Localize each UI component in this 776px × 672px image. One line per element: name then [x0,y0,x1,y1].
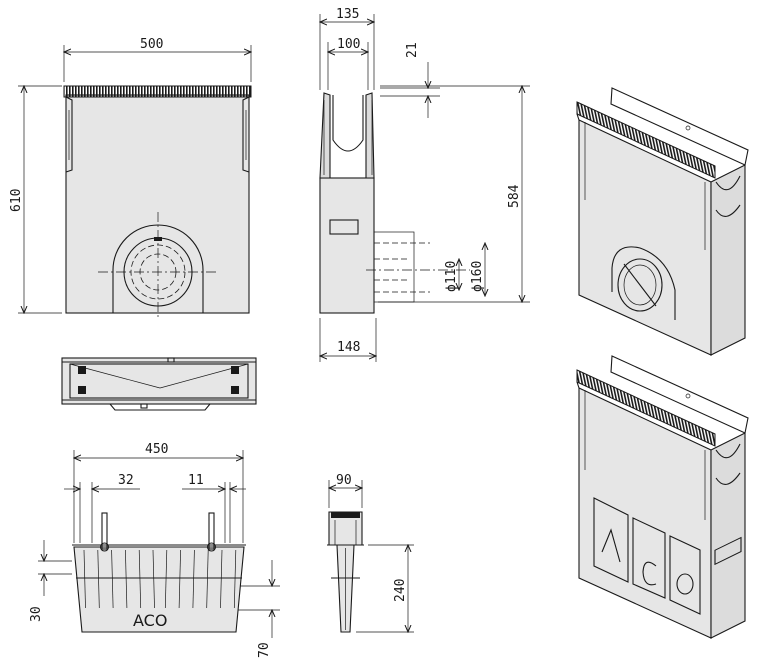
top-view [61,357,257,411]
basket-rib [125,549,128,609]
basket-rib [233,549,237,609]
side-channel-profile [332,95,364,152]
side-label-plate [329,219,359,235]
dim-side-height: 584 [507,184,522,208]
dim-front-width: 500 [140,37,163,52]
basket-side-view: 90 240 [327,473,414,632]
iso1-grating [576,101,716,179]
basket-rib [178,549,181,609]
front-grating [63,85,252,98]
dim-basket-width: 450 [145,442,168,457]
side-upper-frame [319,92,375,179]
basket-rib [220,549,223,609]
top-frame [61,357,257,405]
knockout-o [669,535,701,615]
iso1-outlet-arch [611,246,676,320]
knockout-c [632,517,666,599]
side-lower-body [319,177,375,314]
isometric-unit-knockouts [576,355,749,639]
basket-ribs [83,549,237,609]
basket-rib [206,549,209,609]
basket-body [73,546,245,633]
dim-basket-bottom: 70 [257,642,272,658]
dim-basket-rib: 32 [118,473,134,488]
isometric-unit-outlet [576,87,749,356]
basket-rib [97,549,100,609]
front-view: 500 610 [9,37,251,320]
basket-logo: ACO [133,611,167,630]
dim-outlet-large: ϕ160 [470,261,485,292]
basket-rib [138,549,142,609]
dim-front-height: 610 [9,189,24,212]
dim-basket-gap: 11 [188,473,204,488]
basket-rib [83,549,86,609]
knockout-a [593,497,629,583]
basket-front-view: ACO 450 32 11 30 70 [29,442,280,658]
dim-basket-left: 30 [29,606,44,622]
basket-rib [111,549,114,609]
side-view: 135 100 21 584 148 ϕ110 ϕ160 [320,7,530,362]
basket-rib [192,549,195,609]
dim-basket-side-width: 90 [336,473,352,488]
basket-rib [164,549,168,609]
dim-side-inner-width: 100 [337,37,360,52]
front-right-flange [242,96,250,173]
dim-side-base: 148 [337,340,360,355]
dim-grating-depth: 21 [405,42,420,58]
iso2-grating [576,369,716,447]
front-left-flange [65,96,73,173]
dim-basket-height: 240 [393,579,408,602]
dim-outlet-small: ϕ110 [444,261,459,292]
front-body [65,94,250,314]
basket-rib [152,549,155,609]
dim-side-top-width: 135 [336,7,359,22]
